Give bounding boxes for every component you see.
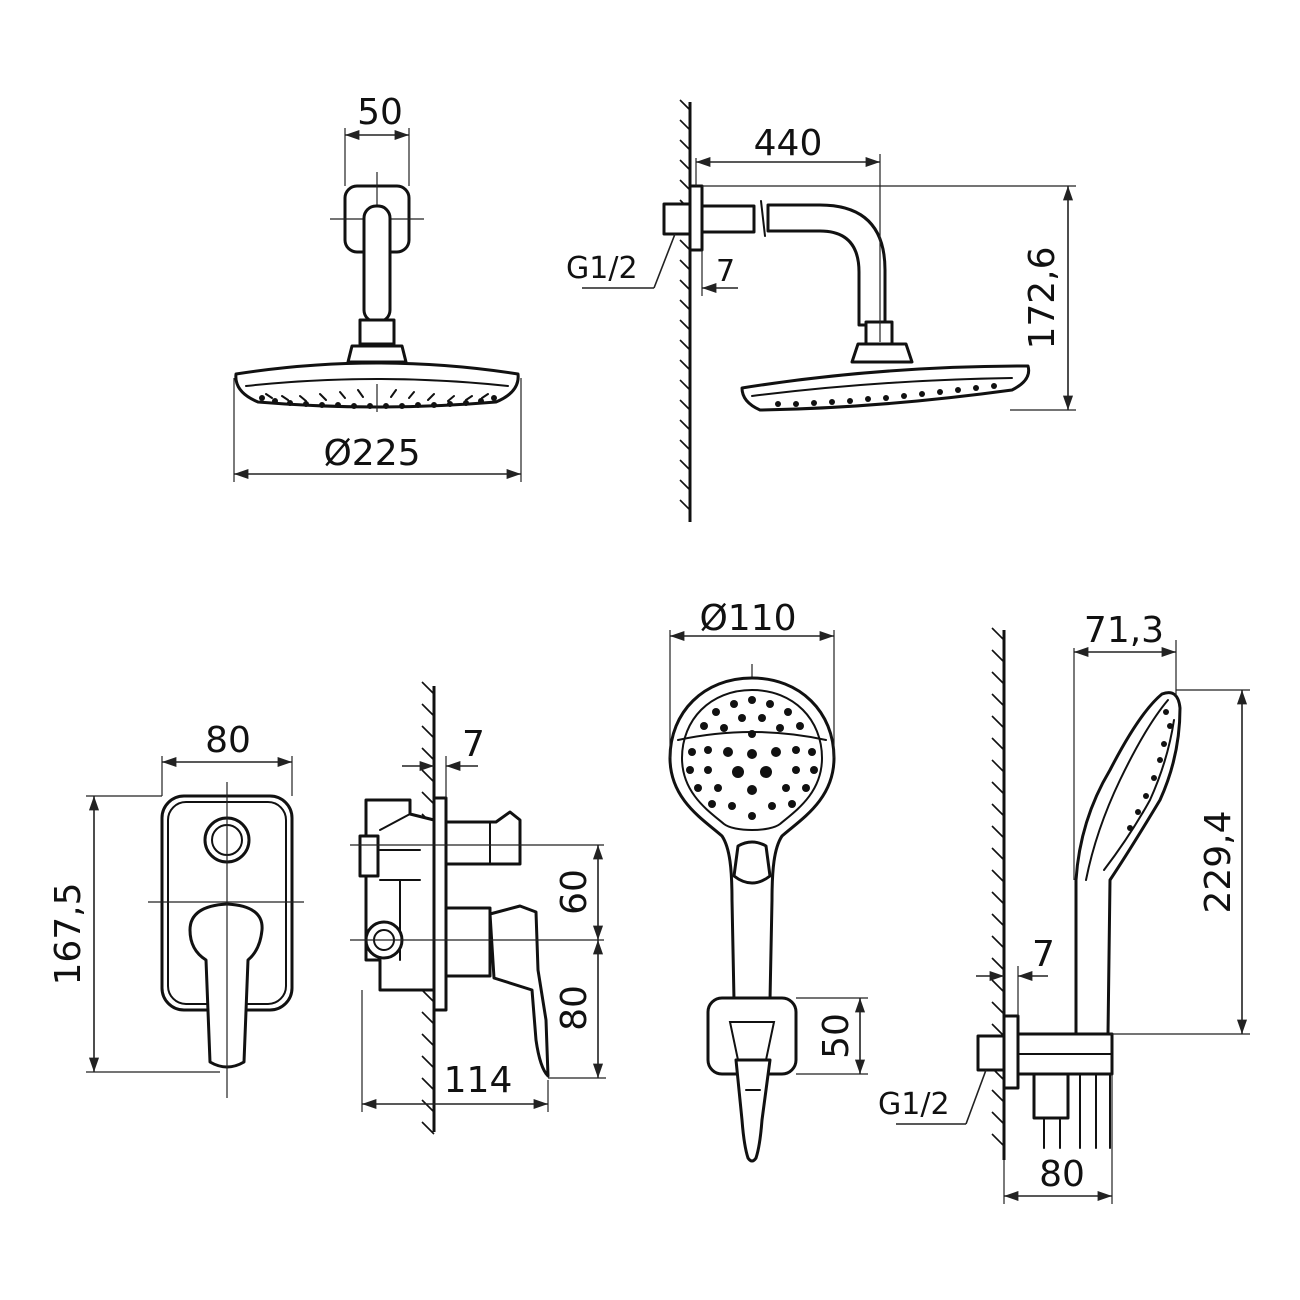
overhead-spray-holes: [259, 384, 497, 412]
dim-holder-wall-gap: 7: [1032, 934, 1055, 975]
dim-overhead-head-diameter: Ø225: [323, 433, 420, 474]
dim-holder-depth: 80: [1039, 1154, 1085, 1195]
dim-body-wall-gap: 7: [462, 724, 485, 765]
overhead-shower-side-view: 440 172,6 G1/2 7: [566, 99, 1076, 522]
hand-shower-front-view: Ø110 50: [668, 598, 868, 1163]
hand-shower-side-view: 71,3 229,4 7 G1/2 80: [878, 610, 1250, 1204]
mixer-body-side-view: 7 60 80 114: [350, 681, 606, 1135]
side-spray-holes: [775, 383, 997, 407]
dim-hand-head-diameter: Ø110: [699, 598, 796, 639]
mixer-front-view: 80 167,5: [48, 720, 304, 1098]
dim-body-depth: 114: [444, 1060, 513, 1101]
dim-hand-side-width: 71,3: [1084, 610, 1164, 651]
dim-mixer-width: 80: [205, 720, 251, 761]
side-hand-holes: [1127, 709, 1173, 831]
label-holder-thread: G1/2: [878, 1087, 950, 1122]
dim-body-upper-offset: 60: [554, 869, 595, 915]
overhead-shower-front-view: 50 Ø225: [233, 92, 522, 482]
dim-overhead-arm-width: 50: [357, 92, 403, 133]
dim-hand-side-height: 229,4: [1198, 810, 1239, 913]
dim-hand-holder-height: 50: [816, 1013, 857, 1059]
dim-body-lower-offset: 80: [554, 985, 595, 1031]
label-arm-thread: G1/2: [566, 251, 638, 286]
dim-arm-height: 172,6: [1022, 246, 1063, 349]
dim-arm-wall-gap: 7: [716, 254, 735, 289]
hand-spray-holes: [686, 696, 818, 820]
dim-arm-projection: 440: [754, 123, 823, 164]
dim-mixer-height: 167,5: [48, 882, 89, 985]
